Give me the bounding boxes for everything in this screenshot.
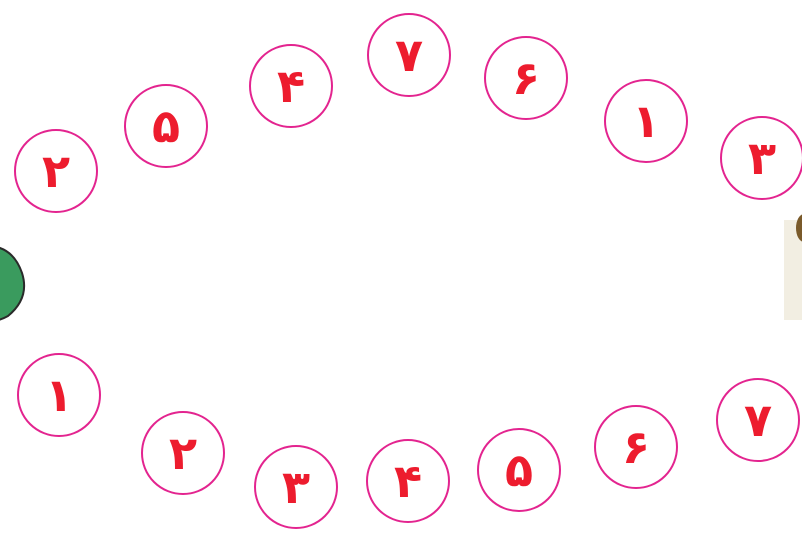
digit: ۲	[42, 148, 70, 194]
green-creature-icon	[0, 228, 30, 338]
digit: ۱	[45, 372, 73, 418]
digit: ۵	[152, 103, 180, 149]
digit: ۶	[512, 55, 540, 101]
digit: ۴	[394, 458, 422, 504]
digit: ۱	[632, 98, 660, 144]
circle-bottom-3: ۳	[254, 445, 338, 529]
digit: ۶	[622, 424, 650, 470]
circle-bottom-5: ۵	[477, 428, 561, 512]
circle-bottom-2: ۲	[141, 411, 225, 495]
circle-top-6: ۱	[604, 79, 688, 163]
circle-bottom-7: ۷	[716, 378, 800, 462]
digit: ۷	[395, 32, 423, 78]
digit: ۳	[748, 135, 776, 181]
circle-top-1: ۲	[14, 129, 98, 213]
digit: ۲	[169, 430, 197, 476]
digit: ۳	[282, 464, 310, 510]
digit: ۵	[505, 447, 533, 493]
digit: ۷	[744, 397, 772, 443]
circle-top-7: ۳	[720, 116, 802, 200]
circle-bottom-6: ۶	[594, 405, 678, 489]
circle-top-5: ۶	[484, 36, 568, 120]
circle-bottom-1: ۱	[17, 353, 101, 437]
circle-bottom-4: ۴	[366, 439, 450, 523]
circle-top-4: ۷	[367, 13, 451, 97]
circle-top-3: ۴	[249, 44, 333, 128]
circle-top-2: ۵	[124, 84, 208, 168]
digit: ۴	[277, 63, 305, 109]
character-edge-icon	[780, 180, 802, 330]
